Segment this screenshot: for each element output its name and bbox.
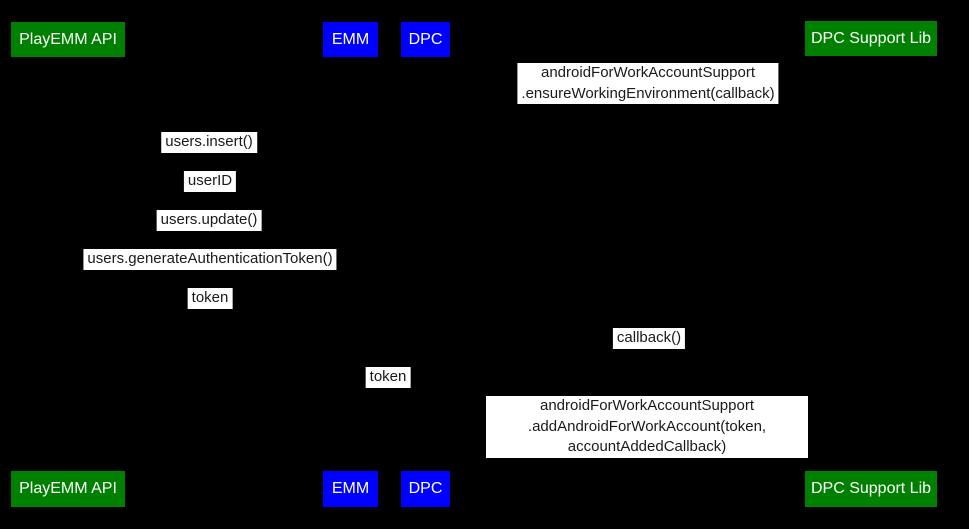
message-users-update: users.update() (156, 210, 262, 231)
message-token-to-dpc: token (365, 367, 411, 388)
actor-dpc-support-lib-top: DPC Support Lib (805, 21, 937, 56)
actor-emm-top: EMM (323, 22, 378, 57)
actor-playemm-api-bottom: PlayEMM API (11, 471, 125, 507)
message-callback: callback() (612, 328, 686, 349)
actor-emm-bottom: EMM (323, 471, 378, 507)
actor-dpc-support-lib-bottom: DPC Support Lib (805, 471, 937, 507)
actor-playemm-api-top: PlayEMM API (11, 22, 125, 57)
actor-dpc-top: DPC (401, 22, 450, 57)
message-users-insert: users.insert() (161, 132, 257, 153)
message-ensure-working-environment: androidForWorkAccountSupport .ensureWork… (517, 63, 779, 104)
message-token-to-emm: token (187, 288, 233, 309)
message-add-android-for-work-account: androidForWorkAccountSupport .addAndroid… (486, 396, 808, 458)
message-user-id: userID (183, 171, 237, 192)
actor-dpc-bottom: DPC (401, 471, 450, 507)
message-generate-authentication-token: users.generateAuthenticationToken() (83, 249, 337, 270)
